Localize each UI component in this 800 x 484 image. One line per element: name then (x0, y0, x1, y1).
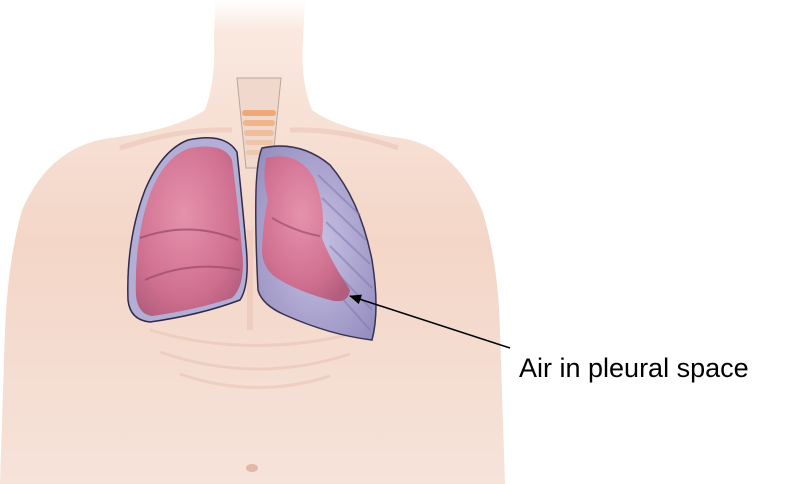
annotation-label: Air in pleural space (519, 352, 749, 384)
navel (246, 464, 258, 472)
